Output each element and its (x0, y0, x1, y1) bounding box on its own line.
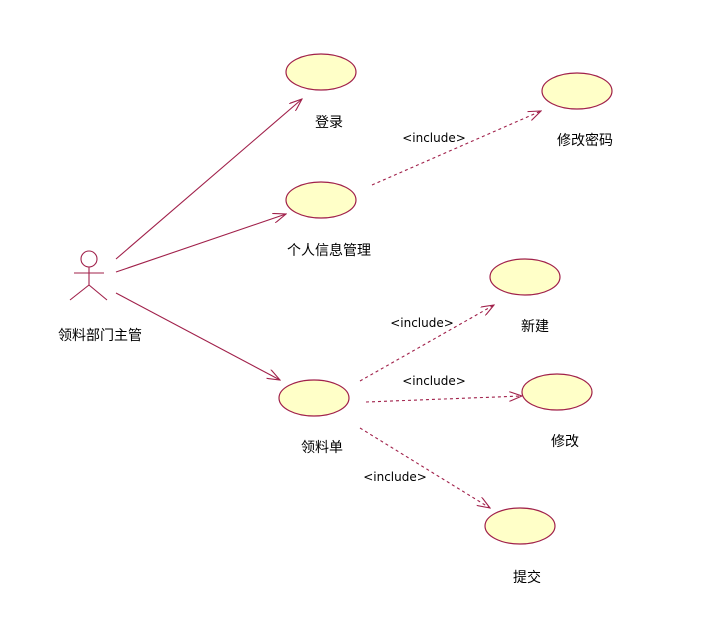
use-case-requisition[interactable]: 领料单 (278, 379, 350, 456)
use-case-ellipse[interactable] (489, 258, 561, 296)
include-submit (359, 427, 490, 508)
use-case-ellipse[interactable] (541, 72, 613, 110)
use-case-label: 修改密码 (557, 132, 613, 149)
include-label: <include> (363, 470, 427, 484)
include-label: <include> (402, 374, 466, 388)
association-personal-info (115, 214, 286, 273)
actor-leg (88, 284, 108, 301)
use-case-submit[interactable]: 提交 (484, 507, 556, 586)
use-case-ellipse[interactable] (521, 373, 593, 411)
actor-head (80, 250, 98, 268)
include-create (359, 305, 494, 382)
use-case-label: 提交 (513, 569, 541, 586)
use-case-label: 登录 (315, 115, 343, 131)
include-label: <include> (390, 316, 454, 330)
actor[interactable]: 领料部门主管 (58, 250, 142, 344)
include-modify (365, 396, 522, 403)
actor-leg (69, 284, 90, 301)
actor-label: 领料部门主管 (58, 328, 142, 344)
use-case-personal-info[interactable]: 个人信息管理 (285, 181, 371, 259)
use-case-label: 修改 (551, 434, 579, 450)
use-case-label: 领料单 (301, 440, 343, 456)
use-case-label: 个人信息管理 (287, 242, 371, 259)
use-case-login[interactable]: 登录 (285, 53, 357, 131)
use-case-modify[interactable]: 修改 (521, 373, 593, 450)
association-requisition (115, 292, 280, 380)
use-case-create[interactable]: 新建 (489, 258, 561, 335)
use-case-ellipse[interactable] (484, 507, 556, 545)
include-label: <include> (402, 131, 466, 145)
use-case-ellipse[interactable] (285, 181, 357, 219)
association-login (115, 99, 302, 260)
include-change-password (371, 111, 541, 186)
use-case-ellipse[interactable] (285, 53, 357, 91)
use-case-ellipse[interactable] (278, 379, 350, 417)
use-case-label: 新建 (521, 319, 549, 335)
use-case-change-password[interactable]: 修改密码 (541, 72, 613, 149)
